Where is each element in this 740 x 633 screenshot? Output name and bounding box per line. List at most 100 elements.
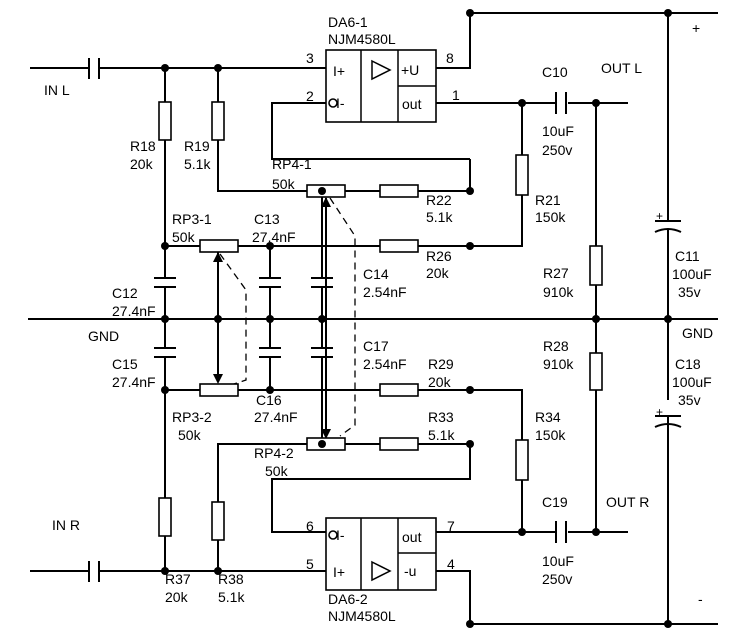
r29-ref: R29: [428, 356, 454, 372]
cap-c19: [555, 521, 567, 543]
rp4-1-ref: RP4-1: [272, 156, 312, 172]
input-cap-right: [88, 561, 100, 582]
c11-value: 100uF: [672, 266, 712, 282]
cap-c18: +: [654, 405, 682, 428]
opamp-bottom-part: NJM4580L: [328, 608, 396, 624]
svg-text:+: +: [656, 405, 663, 419]
c19-value: 10uF: [542, 553, 574, 569]
pin-4: 4: [447, 556, 455, 572]
in-l-label: IN L: [44, 82, 70, 98]
opamp-bottom-in-plus: I+: [333, 564, 345, 580]
r18-value: 20k: [130, 156, 154, 172]
in-r-label: IN R: [52, 517, 80, 533]
rp3-2-ref: RP3-2: [172, 409, 212, 425]
cap-c10: [555, 92, 567, 114]
r21-value: 150k: [535, 209, 566, 225]
rp3-1-value: 50k: [172, 229, 196, 245]
gnd-left-label: GND: [88, 328, 119, 344]
rp3-1-ref: RP3-1: [172, 211, 212, 227]
rp3-2-value: 50k: [178, 427, 202, 443]
pot-rp3-1: [199, 239, 239, 253]
r27-value: 910k: [543, 284, 574, 300]
opamp-bottom-out: out: [402, 529, 422, 545]
pin-2: 2: [306, 88, 314, 104]
cap-c15: [154, 347, 176, 358]
junction-dots: [161, 9, 672, 628]
plus-rail-label: +: [692, 20, 700, 36]
r33-value: 5.1k: [428, 427, 455, 443]
pin-1: 1: [452, 87, 460, 103]
c13-ref: C13: [254, 211, 280, 227]
resistor-r26: [379, 239, 419, 253]
svg-text:+: +: [656, 209, 663, 223]
out-r-label: OUT R: [606, 494, 649, 510]
r38-ref: R38: [218, 571, 244, 587]
opamp-top-in-minus: I-: [336, 95, 345, 111]
r37-ref: R37: [165, 571, 191, 587]
r19-value: 5.1k: [184, 156, 211, 172]
r37-value: 20k: [165, 589, 189, 605]
opamp-bottom-ref: DA6-2: [328, 591, 368, 607]
r27-ref: R27: [543, 265, 569, 281]
c19-ref: C19: [542, 494, 568, 510]
resistor-r34: [515, 439, 529, 481]
opamp-da6-2: I- I+ out -u: [325, 517, 437, 591]
resistor-r28: [589, 352, 603, 391]
pin-6: 6: [306, 518, 314, 534]
pot-rp3-2: [199, 383, 239, 397]
c12-value: 27.4nF: [112, 303, 156, 319]
rp4-2-value: 50k: [265, 463, 289, 479]
resistor-r38: [211, 501, 225, 541]
c10-value: 10uF: [542, 123, 574, 139]
minus-rail-label: -: [698, 591, 703, 607]
out-l-label: OUT L: [601, 60, 642, 76]
resistor-r27: [589, 245, 603, 286]
pot-gang-links: [219, 197, 356, 437]
r19-ref: R19: [184, 138, 210, 154]
r34-ref: R34: [535, 409, 561, 425]
c17-value: 2.54nF: [363, 356, 407, 372]
opamp-top-ref: DA6-1: [328, 14, 368, 30]
cap-c16: [259, 347, 281, 358]
cap-c14: [311, 277, 333, 288]
cap-c13: [259, 277, 281, 288]
c11-voltage: 35v: [678, 284, 701, 300]
opamp-top-supply: +U: [401, 62, 419, 78]
c16-value: 27.4nF: [254, 409, 298, 425]
c19-voltage: 250v: [542, 571, 572, 587]
opamp-top-in-plus: I+: [333, 63, 345, 79]
opamp-top-out: out: [402, 96, 422, 112]
opamp-bottom-supply: -u: [404, 563, 416, 579]
r26-ref: R26: [426, 248, 452, 264]
c13-value: 27.4nF: [252, 229, 296, 245]
resistor-r19: [211, 101, 225, 141]
opamp-bottom-in-minus: I-: [336, 527, 345, 543]
r33-ref: R33: [428, 409, 454, 425]
gnd-right-label: GND: [682, 325, 713, 341]
r22-value: 5.1k: [426, 209, 453, 225]
pin-5: 5: [306, 556, 314, 572]
pin-7: 7: [447, 518, 455, 534]
c11-ref: C11: [675, 248, 700, 264]
cap-c11: +: [654, 209, 682, 233]
wires: [28, 12, 718, 625]
opamp-da6-1: I+ I- +U out: [325, 49, 437, 123]
r21-ref: R21: [535, 192, 561, 208]
r26-value: 20k: [426, 265, 450, 281]
cap-c17: [311, 347, 333, 358]
pin-8: 8: [446, 50, 454, 66]
r18-ref: R18: [130, 138, 156, 154]
c10-ref: C10: [542, 64, 568, 80]
resistor-r21: [515, 154, 529, 196]
r28-ref: R28: [543, 338, 569, 354]
resistor-r29: [379, 383, 419, 397]
resistor-r37: [158, 497, 172, 537]
r29-value: 20k: [428, 374, 452, 390]
input-cap-left: [88, 58, 100, 79]
resistor-r33: [379, 437, 419, 451]
c12-ref: C12: [112, 285, 138, 301]
c14-ref: C14: [363, 266, 389, 282]
c10-voltage: 250v: [542, 142, 572, 158]
rp4-1-value: 50k: [272, 176, 296, 192]
